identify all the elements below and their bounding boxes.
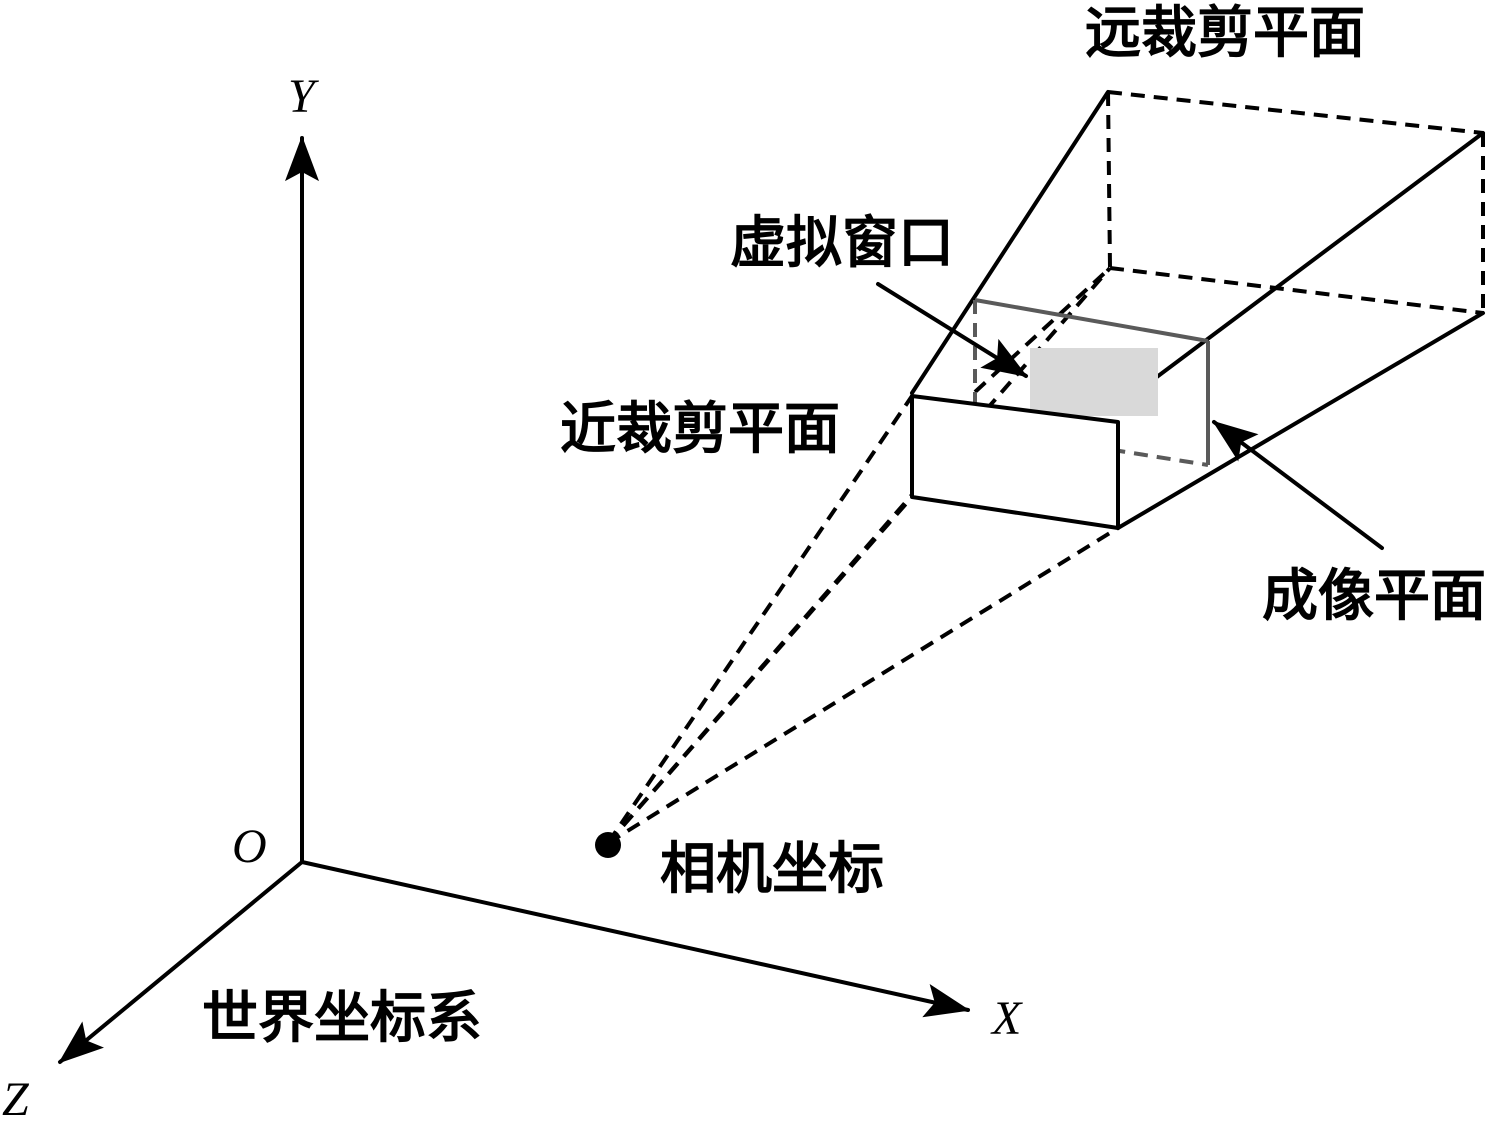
y-axis-label: Y xyxy=(288,70,319,123)
image-plane-label: 成像平面 xyxy=(1262,563,1486,629)
z-axis-label: Z xyxy=(2,1073,30,1126)
world-coord-label: 世界坐标系 xyxy=(202,985,482,1051)
far-plane-top-edge xyxy=(1107,90,1484,135)
image-plane-top xyxy=(974,298,1209,343)
virtual-window-label: 虚拟窗口 xyxy=(730,210,954,276)
camera-point xyxy=(595,832,621,858)
camera-rays xyxy=(606,266,1120,845)
far-plane-bottom-edge xyxy=(1109,266,1484,315)
x-axis-label: X xyxy=(990,992,1023,1045)
x-axis xyxy=(300,860,971,1018)
frustum-top-right-edge xyxy=(1108,131,1485,414)
frustum-bottom-right-edge xyxy=(1116,311,1485,530)
ray-to-far-inner xyxy=(606,266,1112,845)
image-plane-pointer xyxy=(1212,420,1384,550)
ray-near-bottom-right xyxy=(606,526,1120,845)
far-clip-plane-label: 远裁剪平面 xyxy=(1085,0,1365,66)
near-clip-plane xyxy=(910,394,1120,530)
virtual-window xyxy=(1030,348,1158,416)
z-axis xyxy=(58,860,304,1064)
virtual-window-pointer xyxy=(876,282,1028,378)
far-plane-left-edge xyxy=(1106,91,1112,269)
ray-near-top-left xyxy=(606,394,914,845)
near-plane-face xyxy=(910,394,1120,530)
near-clip-plane-label: 近裁剪平面 xyxy=(560,396,840,462)
origin-label: O xyxy=(232,820,267,873)
frustum xyxy=(910,90,1485,530)
world-axes xyxy=(58,135,971,1064)
frustum-top-left-edge xyxy=(910,90,1110,395)
camera-coord-label: 相机坐标 xyxy=(660,836,884,902)
